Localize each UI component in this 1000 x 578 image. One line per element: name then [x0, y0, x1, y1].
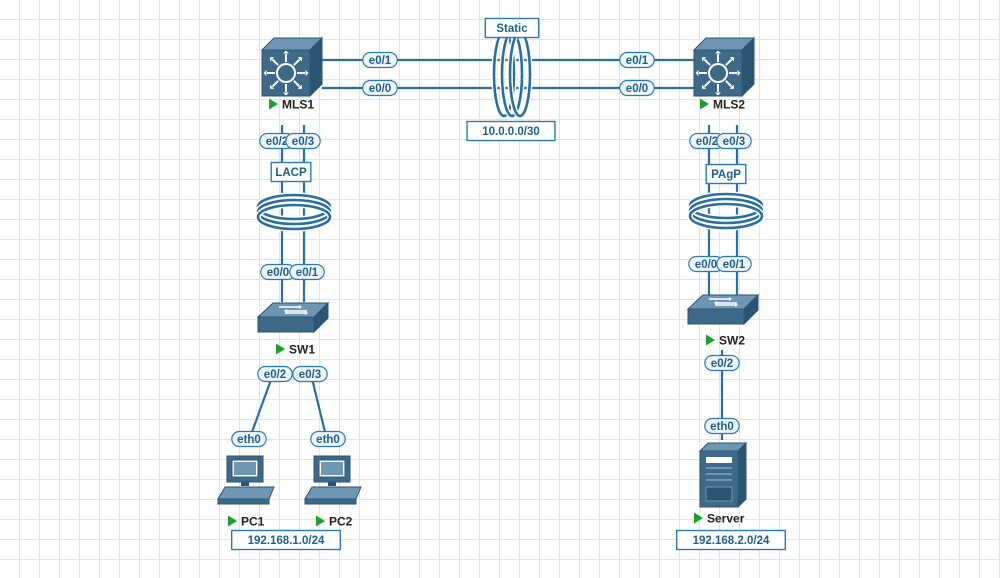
device-sw1[interactable]: SW1: [256, 301, 330, 357]
port-label-sw1-pc2-a: e0/3: [292, 365, 328, 383]
status-running-icon: [316, 515, 325, 527]
bundle-label-pagp: PAgP: [705, 163, 747, 185]
port-label-mls1-mls2-b-a: e0/0: [362, 79, 398, 97]
port-label-mls1-mls2-a-a: e0/1: [362, 51, 398, 69]
port-label-mls1-mls2-b-b-text: e0/0: [626, 83, 648, 95]
ring-static-icon: [491, 29, 533, 119]
port-label-mls2-sw2-b-b: e0/1: [716, 255, 752, 273]
pc-icon: [217, 455, 275, 505]
device-label-pc2: PC2: [329, 515, 353, 529]
status-running-icon: [700, 98, 709, 110]
port-label-mls1-mls2-b-a-text: e0/0: [369, 83, 391, 95]
port-label-mls1-sw1-a-a-text: e0/2: [266, 136, 288, 148]
status-running-icon: [269, 98, 278, 110]
port-label-sw1-pc1-b: eth0: [231, 430, 267, 448]
port-label-mls1-mls2-a-b-text: e0/1: [626, 55, 649, 67]
port-label-sw1-pc2-b-text: eth0: [316, 434, 340, 446]
multilayer-switch-icon: [692, 36, 756, 98]
port-label-mls1-mls2-a-a-text: e0/1: [369, 55, 392, 67]
port-label-sw2-server-b: eth0: [704, 417, 740, 435]
port-label-mls1-mls2-b-b: e0/0: [619, 79, 655, 97]
network-label-net-left-text: 192.168.1.0/24: [248, 535, 325, 547]
port-label-sw1-pc1-a: e0/2: [257, 365, 293, 383]
status-running-icon: [706, 334, 715, 346]
port-label-mls2-sw2-b-b-text: e0/1: [723, 259, 746, 271]
bundle-label-lacp: LACP: [270, 161, 312, 183]
multilayer-switch-icon: [260, 36, 324, 98]
port-label-sw2-server-b-text: eth0: [710, 421, 734, 433]
port-label-mls2-sw2-b-a: e0/3: [716, 132, 752, 150]
port-label-mls2-sw2-b-a-text: e0/3: [723, 136, 745, 148]
labels-layer: e0/1 e0/1 e0/0 e0/0 e0/2 e0/0 e0/3 e0/1 e0/2 e0/0…: [230, 17, 787, 551]
bundle-label-static: Static: [484, 17, 540, 39]
port-label-mls2-sw2-a-a-text: e0/2: [696, 136, 718, 148]
network-label-net-mls: 10.0.0.0/30: [466, 120, 556, 142]
port-label-mls1-sw1-b-a: e0/3: [285, 132, 321, 150]
device-label-server: Server: [707, 512, 745, 526]
device-label-sw1: SW1: [289, 343, 315, 357]
port-label-sw2-server-a: e0/2: [704, 354, 740, 372]
server-icon: [698, 441, 748, 509]
device-mls2[interactable]: MLS2: [692, 36, 756, 112]
switch-icon: [256, 301, 330, 334]
ring-lacp-icon: [255, 192, 333, 232]
ring-pagp-icon: [687, 191, 765, 231]
port-label-mls1-sw1-b-a-text: e0/3: [292, 136, 314, 148]
device-label-mls2: MLS2: [713, 98, 745, 112]
port-label-sw1-pc2-b: eth0: [310, 430, 346, 448]
status-running-icon: [228, 515, 237, 527]
device-pc1[interactable]: PC1: [217, 455, 275, 529]
network-label-net-right: 192.168.2.0/24: [676, 529, 787, 551]
port-label-sw1-pc1-b-text: eth0: [237, 434, 261, 446]
port-label-sw1-pc1-a-text: e0/2: [264, 369, 286, 381]
device-server[interactable]: Server: [694, 441, 748, 526]
device-sw2[interactable]: SW2: [686, 293, 760, 348]
pc-icon: [304, 455, 362, 505]
device-label-pc1: PC1: [241, 515, 265, 529]
port-label-mls1-mls2-a-b: e0/1: [619, 51, 655, 69]
device-pc2[interactable]: PC2: [304, 455, 362, 529]
port-label-mls1-sw1-b-b: e0/1: [289, 263, 325, 281]
bundle-label-static-text: Static: [496, 23, 528, 35]
switch-icon: [686, 293, 760, 326]
device-label-sw2: SW2: [719, 334, 745, 348]
port-label-mls2-sw2-a-b-text: e0/0: [695, 259, 717, 271]
port-label-sw1-pc2-a-text: e0/3: [299, 369, 321, 381]
status-running-icon: [276, 343, 285, 355]
network-label-net-left: 192.168.1.0/24: [230, 529, 341, 551]
bundle-label-lacp-text: LACP: [275, 167, 307, 179]
device-mls1[interactable]: MLS1: [260, 36, 324, 112]
port-label-mls1-sw1-a-b-text: e0/0: [267, 267, 289, 279]
port-label-mls2-sw2-a-b: e0/0: [688, 255, 724, 273]
device-label-mls1: MLS1: [282, 98, 314, 112]
port-label-mls1-sw1-a-a: e0/2: [259, 132, 295, 150]
bundle-label-pagp-text: PAgP: [711, 169, 741, 181]
status-running-icon: [694, 512, 703, 524]
port-label-mls1-sw1-b-b-text: e0/1: [296, 267, 319, 279]
links-layer: [250, 58, 739, 440]
network-label-net-mls-text: 10.0.0.0/30: [482, 126, 540, 138]
network-label-net-right-text: 192.168.2.0/24: [693, 535, 770, 547]
port-label-sw2-server-a-text: e0/2: [711, 358, 733, 370]
